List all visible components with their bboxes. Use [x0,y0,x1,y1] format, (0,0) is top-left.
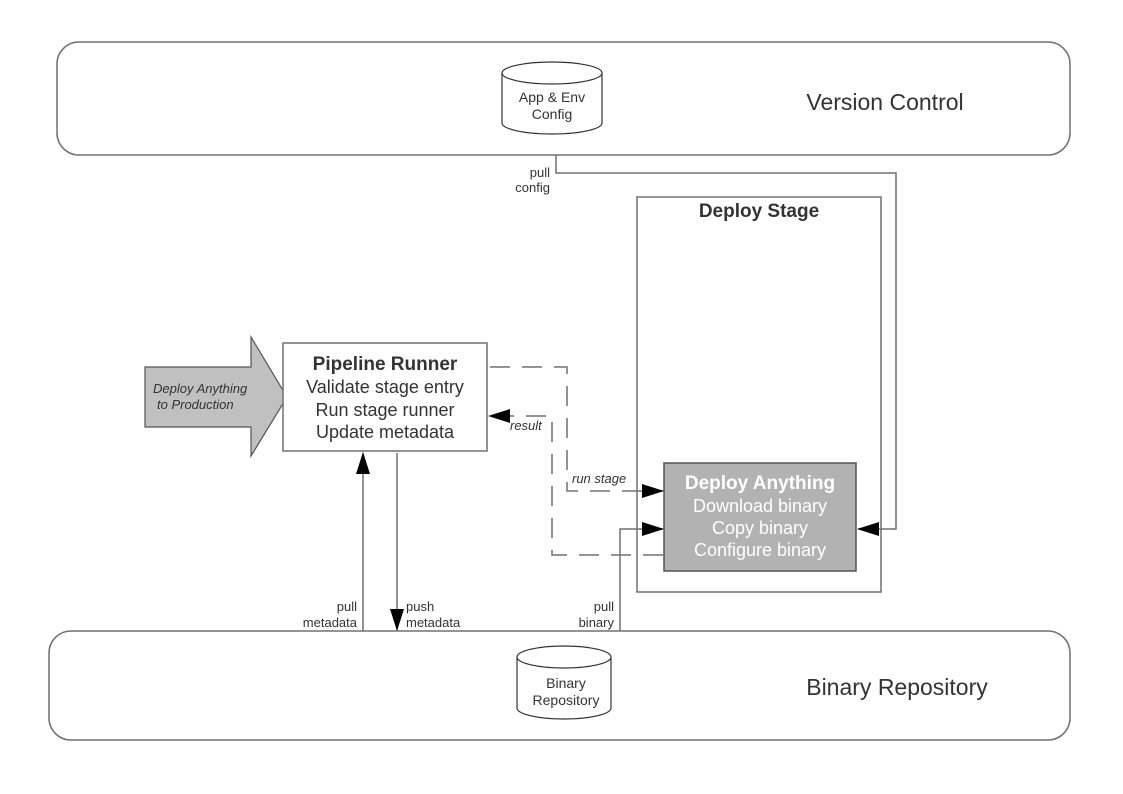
version-control-label: Version Control [806,89,963,115]
pull-binary-label-1: pull [594,599,614,614]
pull-config-label-2: config [515,180,550,195]
deploy-anything-step: Download binary [693,496,827,516]
trigger-arrow-shape: Deploy Anything to Production [144,334,288,459]
deploy-anything-title: Deploy Anything [685,473,835,494]
run-stage-label: run stage [572,471,626,486]
pull-metadata-connector: pull metadata [303,452,370,631]
deploy-anything-box: Deploy Anything Download binary Copy bin… [663,462,857,572]
pipeline-runner-title: Pipeline Runner [313,354,458,375]
config-store-icon: App & Env Config [501,61,603,135]
binary-store-line1: Binary [546,675,586,691]
config-store-line1: App & Env [519,89,585,105]
pull-config-connector: pull config [515,155,897,536]
pipeline-runner-step: Run stage runner [315,400,454,420]
run-stage-connector: run stage [490,366,664,498]
trigger-line2: to Production [157,397,234,412]
deploy-stage-title: Deploy Stage [699,201,819,222]
pull-metadata-label-1: pull [337,599,357,614]
deploy-anything-step: Copy binary [712,518,808,538]
pull-binary-connector: pull binary [579,522,664,631]
config-store-line2: Config [532,106,572,122]
pull-binary-label-2: binary [579,615,615,630]
result-connector: result [488,409,663,556]
push-metadata-label-1: push [406,599,434,614]
trigger-line1: Deploy Anything [153,381,248,396]
result-label: result [510,418,543,433]
pipeline-runner-step: Validate stage entry [306,377,464,397]
pipeline-runner-step: Update metadata [316,422,455,442]
binary-store-line2: Repository [533,692,600,708]
deploy-anything-step: Configure binary [694,540,826,560]
binary-store-icon: Binary Repository [516,645,612,720]
pull-config-label-1: pull [530,165,550,180]
pull-metadata-label-2: metadata [303,615,358,630]
push-metadata-connector: push metadata [390,453,461,631]
binary-repository-label: Binary Repository [806,674,988,700]
pipeline-runner-box: Pipeline Runner Validate stage entry Run… [282,342,488,452]
push-metadata-label-2: metadata [406,615,461,630]
